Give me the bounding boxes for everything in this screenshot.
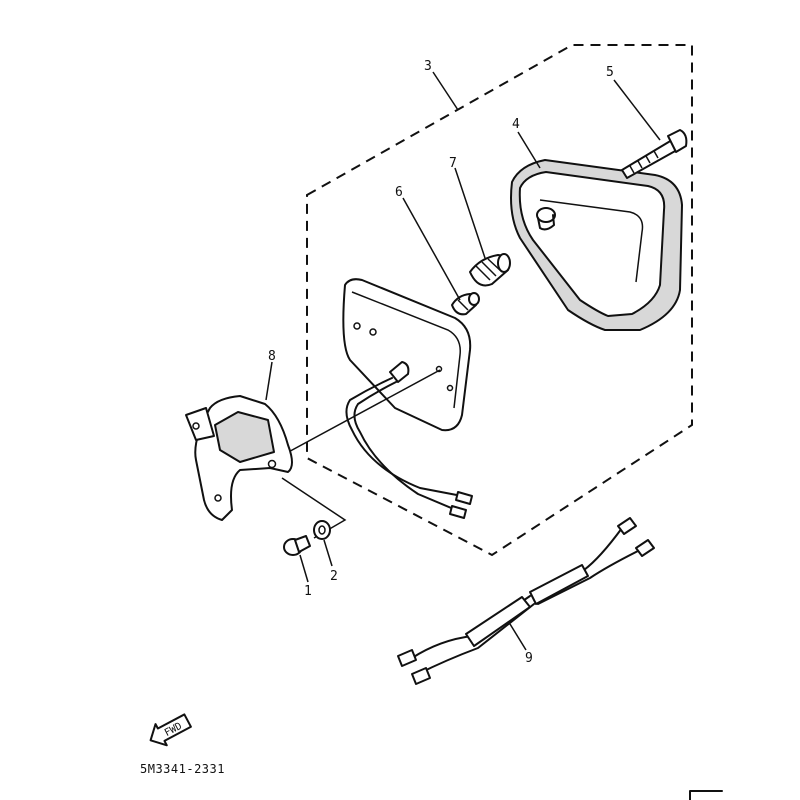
assembly-boundary	[306, 44, 693, 557]
bulb	[469, 253, 511, 287]
leader-lines	[265, 71, 661, 651]
base-plate	[342, 278, 473, 519]
lens-housing	[510, 159, 683, 331]
callout-5: 5	[606, 65, 614, 80]
corner-mark	[689, 790, 723, 800]
forward-arrow-icon: FWD	[149, 713, 192, 747]
callout-3: 3	[424, 59, 432, 74]
bolt	[283, 535, 311, 556]
wire-harness	[397, 517, 655, 685]
part-code: 5M3341-2331	[140, 762, 225, 776]
washer	[313, 520, 331, 540]
callout-2: 2	[330, 569, 338, 584]
callout-6: 6	[395, 185, 403, 200]
callout-8: 8	[268, 349, 276, 364]
callout-1: 1	[304, 584, 312, 599]
callout-4: 4	[512, 117, 520, 132]
screw	[621, 129, 688, 179]
bracket	[185, 395, 293, 521]
assembly-axis	[269, 369, 441, 463]
callout-9: 9	[525, 651, 533, 666]
callout-7: 7	[449, 156, 457, 171]
small-bulb	[451, 292, 480, 316]
